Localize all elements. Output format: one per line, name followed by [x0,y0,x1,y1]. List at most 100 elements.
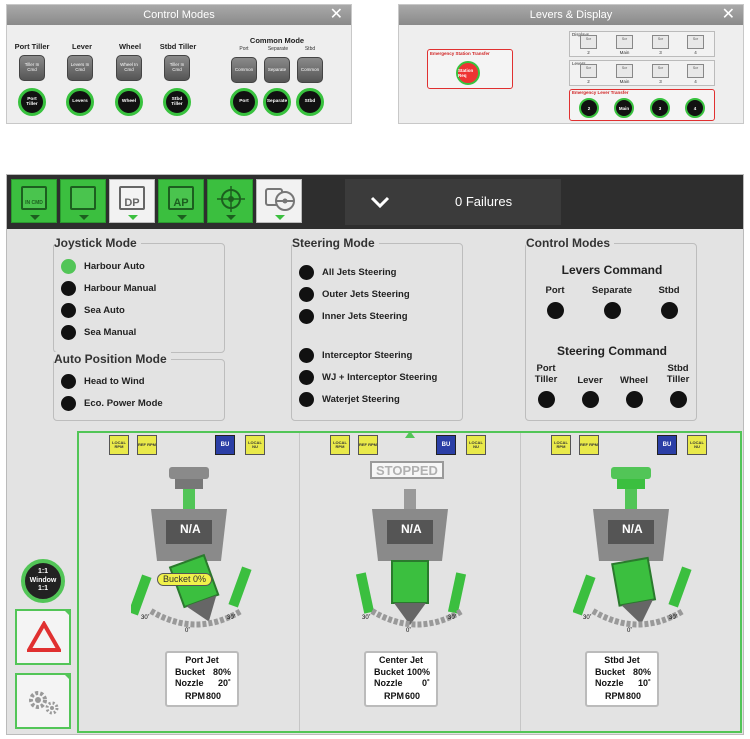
bu-button[interactable]: BU [657,435,677,455]
levers-col-label: Separate [591,285,633,296]
radio-wj-interceptor[interactable] [299,370,314,385]
display-4-button[interactable]: Scr [687,35,704,49]
local-rpm-button[interactable]: LOCAL RPM [109,435,129,455]
levers-circle-button[interactable]: Levers [66,88,94,116]
steering-lever-button[interactable] [582,391,599,408]
radio-interceptor[interactable] [299,348,314,363]
radio-head-to-wind[interactable] [61,374,76,389]
port-jet-column: LOCAL RPM REF RPM BU LOCAL NU N/A Bucket… [79,433,300,731]
ref-rpm-button[interactable]: REF RPM [137,435,157,455]
lever-3-button[interactable]: Scr [652,64,669,78]
emergency-station-box: Emergency Station Transfer Station Req [427,49,513,89]
option-label: Eco. Power Mode [84,398,163,409]
common-port-button[interactable]: Common [231,57,257,83]
levers-stbd-button[interactable] [661,302,678,319]
position-button[interactable] [207,179,253,223]
displays-label: Displays [572,32,589,37]
popup-title: Control Modes ✕ [7,5,351,25]
levers-col-label: Stbd [658,285,680,296]
radio-sea-manual[interactable] [61,325,76,340]
levers-separate-button[interactable] [604,302,621,319]
radio-harbour-auto[interactable] [61,259,76,274]
local-nu-button[interactable]: LOCAL NU [245,435,265,455]
port-tiller-circle-button[interactable]: Port Tiller [18,88,46,116]
steering-wheel-button[interactable] [256,179,302,223]
stbd-tiller-circle-button[interactable]: Stbd Tiller [163,88,191,116]
emergency-lever-2-button[interactable]: 2 [579,98,599,118]
popup-title-text: Levers & Display [529,9,613,21]
lever-num: 3 [659,79,662,84]
display-3-button[interactable]: Scr [652,35,669,49]
radio-eco-power[interactable] [61,396,76,411]
steering-wheel-icon [265,188,295,211]
lever-2-button[interactable]: Scr [580,64,597,78]
emergency-lever-main-button[interactable]: Main [614,98,634,118]
close-icon[interactable]: ✕ [721,6,735,23]
failures-bar[interactable]: 0 Failures [345,179,561,225]
display-num: Main [619,50,630,55]
radio-inner-jets[interactable] [299,309,314,324]
radio-sea-auto[interactable] [61,303,76,318]
radio-harbour-manual[interactable] [61,281,76,296]
display-2-button[interactable]: Scr [580,35,597,49]
wheel-cmd-button[interactable]: Wheel In Cmd [116,55,142,81]
close-icon[interactable]: ✕ [329,6,343,23]
common-separate-button[interactable]: Separate [264,57,290,83]
steering-stbd-tiller-button[interactable] [670,391,687,408]
bu-button[interactable]: BU [436,435,456,455]
option-label: WJ + Interceptor Steering [322,372,438,383]
lever-main-button[interactable]: Scr [616,64,633,78]
levers-cmd-button[interactable]: Levers In Cmd [67,55,93,81]
bu-button[interactable]: BU [215,435,235,455]
ap-button[interactable]: AP [158,179,204,223]
main-panel: IN CMD DP AP [6,174,744,735]
bucket-indicator: Bucket 0% [157,573,213,586]
steering-wheel-button[interactable] [626,391,643,408]
local-nu-button[interactable]: LOCAL NU [466,435,486,455]
chevron-down-icon [79,215,89,220]
common-stbd-circle-button[interactable]: Stbd [296,88,324,116]
local-rpm-button[interactable]: LOCAL RPM [330,435,350,455]
stopped-indicator: STOPPED [370,461,444,479]
common-port-circle-button[interactable]: Port [230,88,258,116]
jet-status: N/A [180,522,201,536]
settings-button[interactable] [15,673,71,729]
window-toggle-button[interactable]: 1:1 Window 1:1 [21,559,65,603]
common-stbd-button[interactable]: Common [297,57,323,83]
nozzle-value: 10˚ [637,678,651,688]
display-main-button[interactable]: Scr [616,35,633,49]
stbd-jet-column: LOCAL RPM REF RPM BU LOCAL NU N/A 30˚ [521,433,740,731]
alarm-button[interactable] [15,609,71,665]
display-num: 2 [587,50,590,55]
radio-all-jets[interactable] [299,265,314,280]
bucket-value: 80% [212,667,231,677]
local-nu-button[interactable]: LOCAL NU [687,435,707,455]
wheel-circle-button[interactable]: Wheel [115,88,143,116]
levers-port-button[interactable] [547,302,564,319]
ref-rpm-button[interactable]: REF RPM [358,435,378,455]
local-rpm-button[interactable]: LOCAL RPM [551,435,571,455]
common-separate-circle-button[interactable]: Separate [263,88,291,116]
station-request-button[interactable]: Station Req [456,61,480,85]
rpm-value: 800 [205,691,221,701]
waterjet-graphic [573,467,692,628]
stbd-tiller-cmd-button[interactable]: Tiller In Cmd [164,55,190,81]
transfer-button[interactable] [60,179,106,223]
scale-right: 30˚ [669,615,678,621]
lever-4-button[interactable]: Scr [687,64,704,78]
levers-box: Levers Scr Scr Scr Scr 2 Main 3 4 [569,60,715,86]
bucket-label: Bucket [374,667,405,677]
steering-port-tiller-button[interactable] [538,391,555,408]
common-mode-header: Common Mode [249,36,305,45]
radio-outer-jets[interactable] [299,287,314,302]
center-jet-column: LOCAL RPM REF RPM BU LOCAL NU STOPPED N/… [300,433,521,731]
ref-rpm-button[interactable]: REF RPM [579,435,599,455]
emergency-lever-4-button[interactable]: 4 [685,98,705,118]
download-icon [21,186,47,210]
emergency-lever-3-button[interactable]: 3 [650,98,670,118]
port-tiller-cmd-button[interactable]: Tiller In Cmd [19,55,45,81]
in-cmd-button[interactable]: IN CMD [11,179,57,223]
dp-button[interactable]: DP [109,179,155,223]
radio-waterjet[interactable] [299,392,314,407]
col-header: Port Tiller [14,42,50,51]
